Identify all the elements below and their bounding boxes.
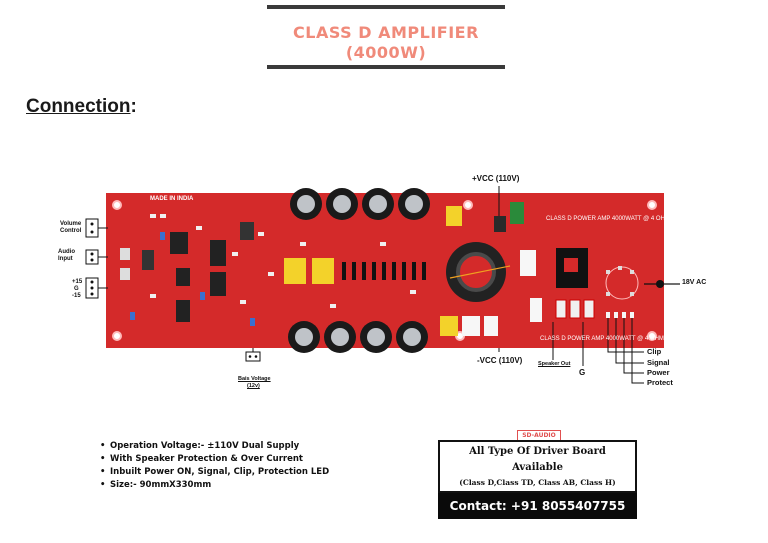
silk-made-in-india: MADE IN INDIA	[150, 196, 194, 202]
bais-voltage-value: (12v)	[247, 383, 260, 389]
feature-item: Size:- 90mmX330mm	[100, 479, 329, 492]
title-line-1: CLASS D AMPLIFIER	[293, 23, 479, 42]
bulk-capacitors-top	[290, 188, 430, 220]
feature-item: With Speaker Protection & Over Current	[100, 453, 329, 466]
connection-heading: Connection:	[26, 96, 137, 117]
supply-g-label: G	[74, 286, 79, 292]
silk-bottom-right: CLASS D POWER AMP 4000WATT @ 4 OHMS	[540, 336, 668, 342]
feature-item: Inbuilt Power ON, Signal, Clip, Protecti…	[100, 466, 329, 479]
signal-led-label: Signal	[647, 358, 670, 367]
promo-line-3: (Class D,Class TD, Class AB, Class H)	[459, 478, 616, 487]
feature-item: Operation Voltage:- ±110V Dual Supply	[100, 440, 329, 453]
relay	[556, 248, 588, 288]
bais-voltage-label: Bais Voltage	[238, 376, 271, 382]
silk-top-right: CLASS D POWER AMP 4000WATT @ 4 OHMS	[546, 216, 674, 222]
clip-led-label: Clip	[647, 347, 662, 356]
volume-control-label: Volume Control	[60, 221, 82, 234]
promo-line-1: All Type Of Driver Board	[469, 446, 606, 457]
toroid-inductor	[446, 242, 511, 302]
vcc-minus-label: -VCC (110V)	[477, 356, 523, 365]
title-banner: CLASS D AMPLIFIER (4000W)	[267, 5, 505, 69]
feature-list: Operation Voltage:- ±110V Dual Supply Wi…	[100, 440, 329, 492]
promo-line-2: Available	[512, 462, 563, 473]
audio-input-label: Audio Input	[58, 249, 75, 262]
ground-label: G	[579, 368, 586, 377]
bulk-capacitors-bottom	[288, 321, 428, 353]
power-led-label: Power	[647, 368, 670, 377]
speaker-out-label: Speaker Out	[538, 361, 571, 367]
promo-box: All Type Of Driver Board Available (Clas…	[438, 440, 637, 493]
supply-minus-label: -15	[72, 293, 81, 299]
protect-led-label: Protect	[647, 378, 673, 387]
contact-bar: Contact: +91 8055407755	[438, 493, 637, 519]
ac-input-label: 18V AC	[682, 279, 707, 286]
supply-plus-label: +15	[72, 279, 83, 285]
title-line-2: (4000W)	[345, 43, 427, 62]
vcc-plus-label: +VCC (110V)	[472, 174, 520, 183]
